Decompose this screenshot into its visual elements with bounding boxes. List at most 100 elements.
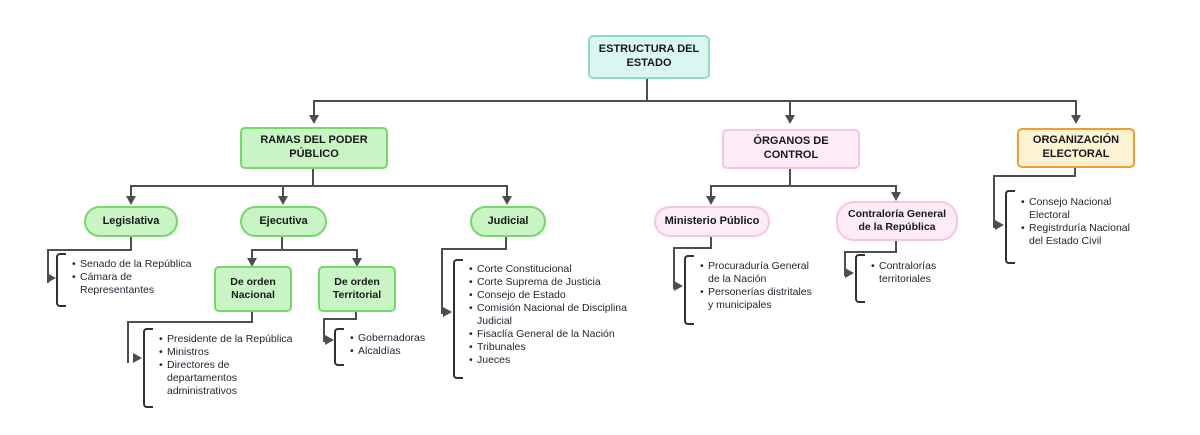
list-bracket [453,259,463,379]
list-item: Directores de departamentos administrati… [159,359,295,398]
electoral-list: Consejo Nacional Electoral Registrduría … [1017,196,1133,248]
list-bracket [684,255,694,325]
list-item: Corte Suprema de Justicia [469,276,637,289]
arrowhead-right-icon [443,307,452,317]
connector-line [130,185,132,197]
connector-line [323,318,325,342]
connector-line [710,237,712,249]
arrowhead-down-icon [502,196,512,205]
list-bracket [1005,190,1015,264]
arrowhead-down-icon [785,115,795,124]
connector-line [441,248,443,314]
connector-line [505,237,507,250]
arrowhead-right-icon [325,335,334,345]
ministerio-list: Procuraduría General de la Nación Person… [696,260,816,312]
connector-line [789,169,791,186]
list-item: Cámara de Representantes [72,271,195,297]
connector-line [710,185,712,197]
arrowhead-right-icon [133,353,142,363]
legislativa-list: Senado de la República Cámara de Represe… [68,258,195,297]
list-item: Consejo de Estado [469,289,637,302]
list-bracket [855,254,865,303]
arrowhead-down-icon [278,196,288,205]
node-contraloria-general: Contraloría General de la República [836,201,958,241]
connector-line [1074,168,1076,177]
connector-line [281,237,283,251]
node-legislativa: Legislativa [84,206,178,237]
connector-line [312,169,314,186]
node-organizacion-electoral: ORGANIZACIÓN ELECTORAL [1017,128,1135,168]
list-bracket [334,328,344,366]
connector-line [251,249,358,251]
node-estructura-del-estado: ESTRUCTURA DEL ESTADO [588,35,710,79]
connector-line [47,249,49,283]
arrowhead-right-icon [674,281,683,291]
arrowhead-right-icon [47,273,56,283]
arrowhead-down-icon [891,192,901,201]
connector-line [673,247,712,249]
list-item: Gobernadoras [350,332,448,345]
list-item: Corte Constitucional [469,263,637,276]
connector-line [844,251,897,253]
connector-line [251,312,253,323]
connector-line [313,100,1077,102]
connector-line [130,185,508,187]
connector-line [251,249,253,260]
connector-line [355,312,357,320]
list-item: Procuraduría General de la Nación [700,260,816,286]
connector-line [993,175,995,228]
list-item: Comisión Nacional de Disciplina Judicial [469,302,637,328]
arrowhead-down-icon [1071,115,1081,124]
list-item: Registrduría Nacional del Estado Civil [1021,222,1133,248]
connector-line [47,249,132,251]
connector-line [127,321,253,323]
arrowhead-right-icon [845,268,854,278]
connector-line [895,241,897,253]
list-item: Jueces [469,354,637,367]
node-ramas-del-poder-publico: RAMAS DEL PODER PÚBLICO [240,127,388,169]
arrowhead-down-icon [706,196,716,205]
nacional-list: Presidente de la República Ministros Dir… [155,333,295,398]
node-de-orden-nacional: De orden Nacional [214,266,292,312]
node-organos-de-control: ÓRGANOS DE CONTROL [722,129,860,169]
connector-line [356,249,358,260]
list-item: Contralorías territoriales [871,260,941,286]
node-judicial: Judicial [470,206,546,237]
territorial-list: Gobernadoras Alcaldías [346,332,448,358]
connector-line [1075,100,1077,116]
connector-line [646,79,648,101]
list-item: Tribunales [469,341,637,354]
list-bracket [143,328,153,408]
connector-line [323,318,357,320]
connector-line [313,100,315,116]
connector-line [895,185,897,193]
list-item: Consejo Nacional Electoral [1021,196,1133,222]
connector-line [282,185,284,197]
arrowhead-down-icon [126,196,136,205]
judicial-list: Corte Constitucional Corte Suprema de Ju… [465,263,637,367]
arrowhead-down-icon [352,258,362,267]
connector-line [127,321,129,363]
list-item: Fisaclía General de la Nación [469,328,637,341]
list-item: Senado de la República [72,258,195,271]
connector-line [441,248,507,250]
list-item: Presidente de la República [159,333,295,346]
node-ministerio-publico: Ministerio Público [654,206,770,237]
contraloria-list: Contralorías territoriales [867,260,941,286]
connector-line [673,247,675,289]
node-ejecutiva: Ejecutiva [240,206,327,237]
list-item: Ministros [159,346,295,359]
list-item: Alcaldías [350,345,448,358]
list-item: Personerías distritales y municipales [700,286,816,312]
arrowhead-right-icon [995,220,1004,230]
connector-line [506,185,508,197]
node-de-orden-territorial: De orden Territorial [318,266,396,312]
connector-line [710,185,897,187]
connector-line [993,175,1076,177]
arrowhead-down-icon [247,258,257,267]
connector-line [789,100,791,116]
connector-line [844,251,846,276]
arrowhead-down-icon [309,115,319,124]
connector-line [130,237,132,251]
